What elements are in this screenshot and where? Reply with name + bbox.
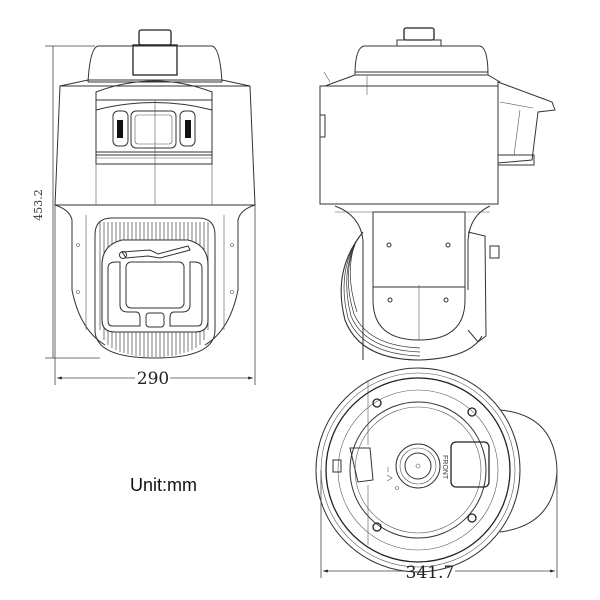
front-width-dimension: 290: [54, 205, 256, 389]
side-arm: [372, 211, 466, 288]
height-dimension: 453.2: [32, 45, 100, 359]
side-view: [319, 27, 556, 361]
bottom-width-dimension: 341.7: [320, 470, 558, 583]
ir-right: [179, 110, 196, 147]
mount-neck: [132, 44, 178, 76]
front-view: [54, 29, 256, 359]
unit-label: Unit:mm: [130, 475, 197, 495]
front-width-value: 290: [137, 369, 169, 389]
side-top-cap: [354, 45, 489, 76]
wiper: [121, 245, 191, 259]
pt-head: [94, 217, 216, 359]
center-lens: [130, 110, 177, 149]
lens-block: [95, 99, 213, 156]
mount-connector: [138, 29, 172, 46]
screw: [467, 407, 477, 417]
bottom-width-value: 341.7: [406, 563, 455, 583]
label-plate: [450, 441, 490, 488]
side-connector: [489, 245, 500, 259]
side-housing: [319, 85, 499, 205]
latch: [349, 447, 374, 483]
side-mount-connector: [403, 27, 435, 41]
side-visor: [497, 81, 556, 164]
screw: [467, 513, 477, 523]
center-connector: [395, 443, 441, 489]
ir-left: [112, 110, 129, 147]
screw: [372, 398, 382, 408]
head-faceplate: [101, 239, 209, 333]
front-mark: FRONT: [441, 455, 448, 480]
top-cap: [87, 45, 223, 83]
visor: [95, 80, 213, 111]
head-window: [125, 261, 185, 309]
bottom-view: FRONT: [315, 367, 558, 573]
screw: [372, 522, 382, 532]
bottom-outer-ring: [315, 367, 521, 573]
ground-tab: [332, 459, 342, 473]
bottom-visor: [499, 409, 558, 533]
height-value: 453.2: [32, 189, 45, 221]
